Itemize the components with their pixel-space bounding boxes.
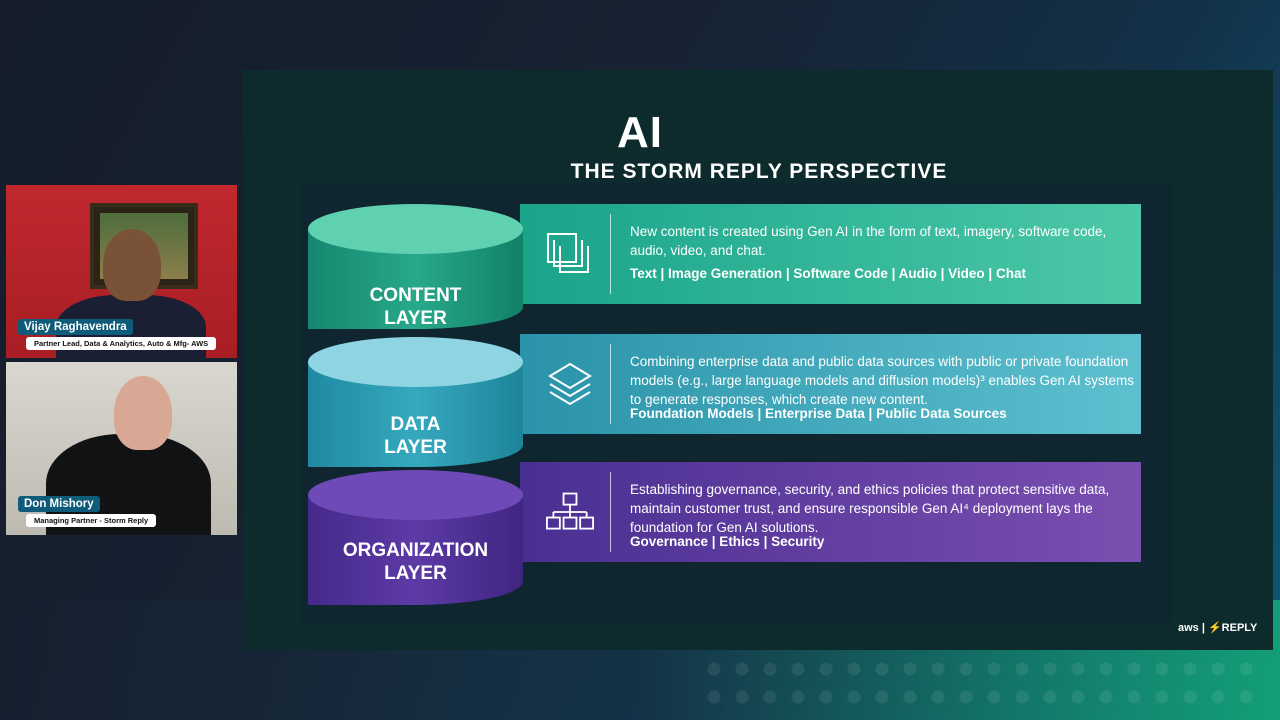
content-layer-description: New content is created using Gen AI in t… [630,224,1107,258]
content-layer-tags: Text | Image Generation | Software Code … [630,266,1026,281]
organization-layer-tags: Governance | Ethics | Security [630,534,825,549]
data-layer-tags: Foundation Models | Enterprise Data | Pu… [630,406,1007,421]
cylinder-top [308,470,523,520]
org-chart-icon [546,492,594,530]
participant-head [114,376,172,450]
data-layer-band: Combining enterprise data and public dat… [520,334,1141,434]
participant-head [103,229,161,301]
slide-subtitle: THE STORM REPLY PERSPECTIVE [570,160,948,183]
participant-video-tile[interactable]: Don Mishory Managing Partner - Storm Rep… [6,362,237,535]
participant-video-tile[interactable]: Vijay Raghavendra Partner Lead, Data & A… [6,185,237,358]
content-layer-band: New content is created using Gen AI in t… [520,204,1141,304]
label-line-2: LAYER [384,308,447,329]
organization-layer-label: ORGANIZATION LAYER [308,539,523,585]
label-line-2: LAYER [384,563,447,584]
stacked-pages-icon [547,233,589,273]
participant-name: Don Mishory [18,496,100,512]
label-line-1: DATA [390,414,441,435]
label-line-2: LAYER [384,437,447,458]
label-line-1: ORGANIZATION [342,540,489,561]
separator [610,214,611,294]
data-layer-description: Combining enterprise data and public dat… [630,354,1135,407]
label-line-1: CONTENT [369,285,462,306]
background-dot-pattern [700,655,1260,715]
aws-reply-logo: aws | ⚡REPLY [1178,622,1258,634]
slide-title: AI [617,108,663,157]
cylinder-top [308,337,523,387]
cylinder-top [308,204,523,254]
organization-layer-description: Establishing governance, security, and e… [630,482,1110,535]
separator [610,344,611,424]
content-layer-label: CONTENT LAYER [308,284,523,330]
participant-name: Vijay Raghavendra [18,319,133,335]
organization-layer-band: Establishing governance, security, and e… [520,462,1141,562]
data-layer-label: DATA LAYER [308,413,523,459]
separator [610,472,611,552]
participant-role: Managing Partner - Storm Reply [26,514,157,527]
layers-icon [548,362,592,406]
participant-role: Partner Lead, Data & Analytics, Auto & M… [26,337,217,350]
